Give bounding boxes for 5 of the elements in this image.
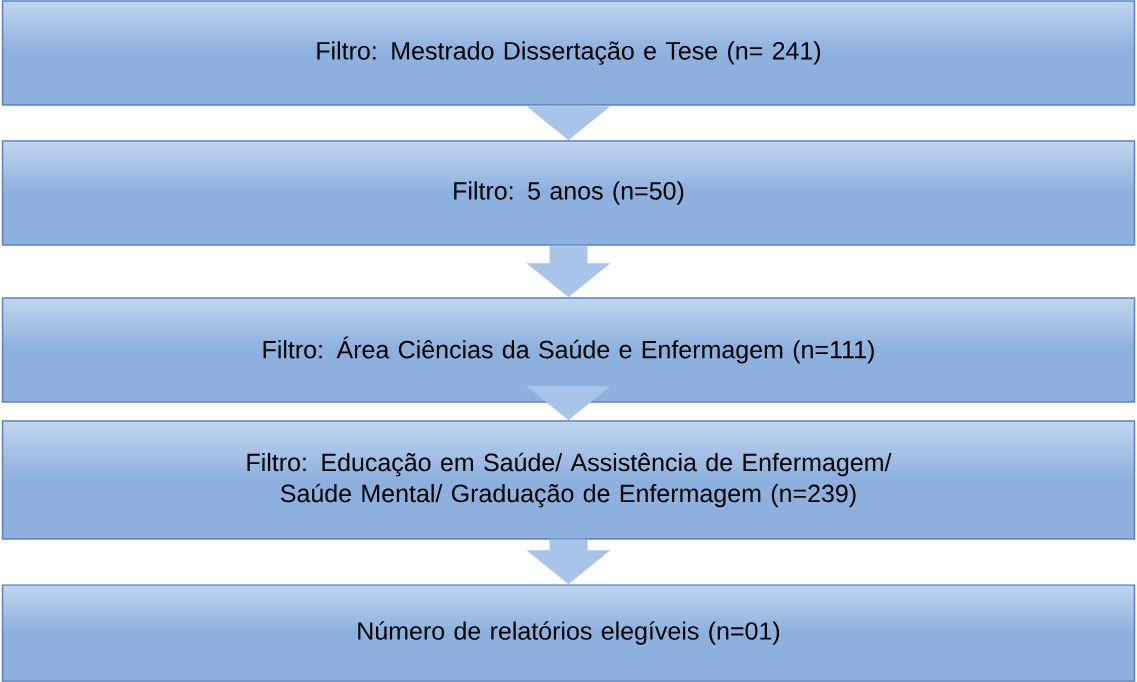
process-box: Filtro: Mestrado Dissertação e Tese (n= 241) bbox=[1, 0, 1136, 106]
process-box: Número de relatórios elegíveis (n=01) bbox=[1, 584, 1136, 682]
process-box: Filtro: 5 anos (n=50) bbox=[1, 140, 1136, 246]
process-box: Filtro: Área Ciências da Saúde e Enfermagem (n=111) bbox=[1, 297, 1136, 403]
process-box: Filtro: Educação em Saúde/ Assistência de Enfermagem/ Saúde Mental/ Graduação de Enfermagem (n=239) bbox=[1, 420, 1136, 540]
